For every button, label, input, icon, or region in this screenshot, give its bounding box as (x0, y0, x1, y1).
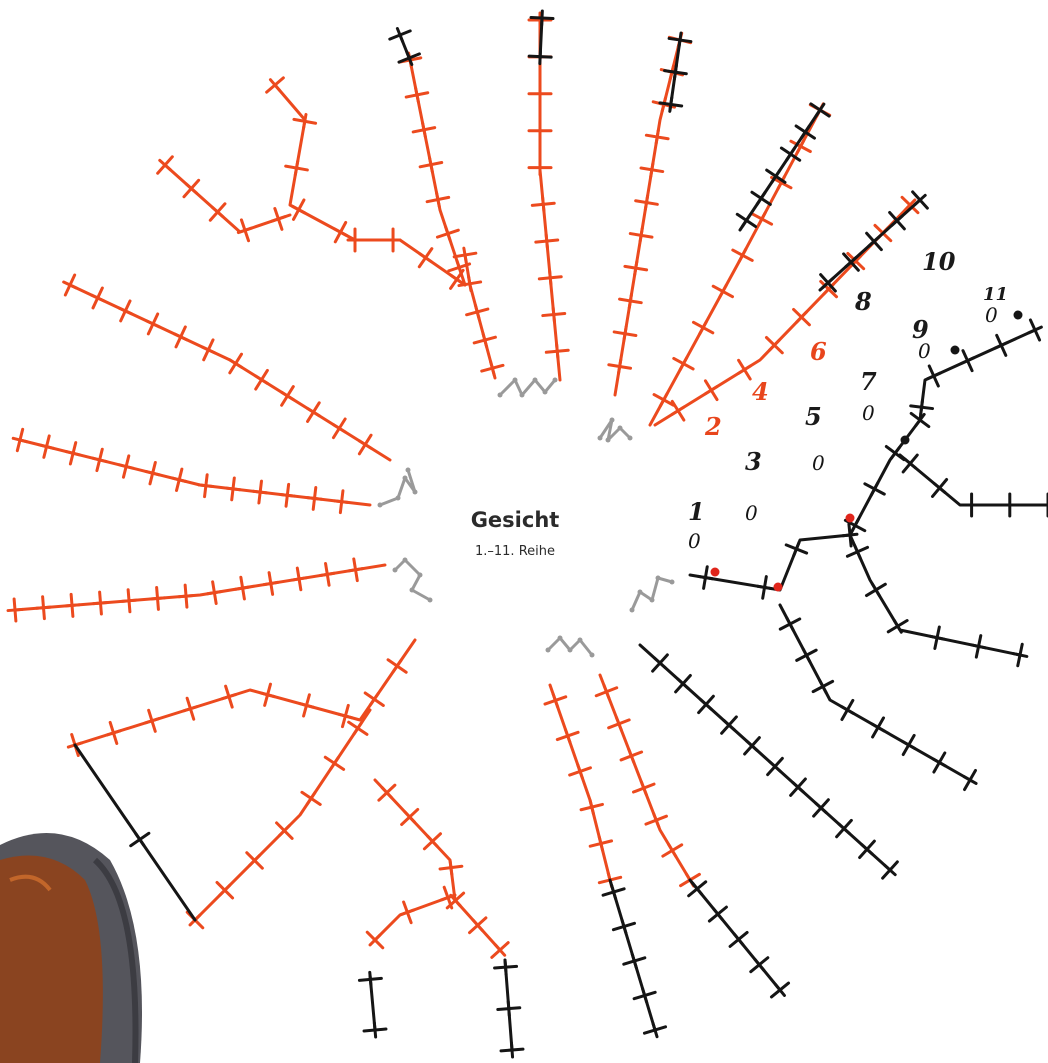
branch-20 (898, 453, 1048, 518)
marker-dot (845, 513, 855, 523)
branch-18 (845, 533, 1029, 668)
branch-6 (62, 273, 392, 462)
tip-2 (527, 9, 555, 66)
base-chain (377, 377, 675, 658)
tip-4 (735, 102, 831, 232)
branch-8 (6, 557, 387, 623)
row-number-2: 2 (704, 412, 722, 441)
row-number-7: 7 (860, 367, 877, 396)
branch-7 (11, 427, 372, 515)
chain-marker-zero: 0 (688, 529, 701, 553)
branch-3 (607, 31, 693, 397)
branch-21 (909, 318, 1043, 422)
tip-11b (493, 958, 525, 1059)
chart-subtitle: 1.–11. Reihe (474, 544, 555, 559)
row-number-9: 9 (912, 315, 929, 344)
branch-9 (66, 638, 417, 757)
branch-16 (688, 522, 859, 600)
tip-1c (388, 27, 421, 66)
branch-17 (778, 603, 978, 792)
row-number-4: 4 (752, 377, 769, 406)
branch-19 (843, 411, 931, 537)
chain-marker-zero: 0 (862, 401, 875, 425)
chain-top-right (597, 417, 633, 443)
tip-14 (687, 878, 791, 999)
row-number-8: 8 (854, 287, 872, 316)
branch-1d (265, 76, 357, 244)
felt-face-photo (0, 833, 142, 1063)
marker-dots (710, 310, 1023, 592)
chain-top (497, 377, 558, 398)
marker-dot (773, 582, 783, 592)
marker-dot (900, 435, 910, 445)
row-number-11: 11 (983, 284, 1008, 305)
marker-dot (1013, 310, 1023, 320)
branch-12 (365, 885, 457, 950)
row-number-3: 3 (745, 447, 762, 476)
chain-marker-zero: 0 (985, 303, 998, 327)
row-number-6: 6 (810, 337, 827, 366)
chain-marker-zero: 0 (745, 501, 758, 525)
chain-marker-zero: 0 (812, 451, 825, 475)
branch-1b (346, 227, 467, 290)
stitch-branches (6, 9, 1048, 1059)
tip-5 (818, 190, 929, 293)
tip-3 (658, 31, 693, 113)
chain-left-bottom (392, 557, 433, 603)
chain-right (629, 575, 675, 613)
branch-4 (648, 102, 832, 427)
tip-11a (357, 970, 388, 1039)
branch-10 (185, 708, 372, 930)
branch-14 (594, 673, 701, 888)
row-number-5: 5 (805, 402, 822, 431)
branch-13 (543, 683, 623, 889)
marker-dot (710, 567, 720, 577)
branch-15 (638, 643, 899, 880)
branch-1e (156, 155, 292, 243)
branch-11 (373, 778, 510, 959)
chain-marker-zero: 0 (918, 339, 931, 363)
marker-dot (950, 345, 960, 355)
chain-bottom (545, 635, 595, 658)
tip-10 (73, 743, 197, 922)
branch-5 (653, 195, 920, 427)
row-number-10: 10 (922, 247, 956, 276)
branch-2 (527, 11, 570, 382)
chain-left-top (377, 467, 418, 508)
chart-title: Gesicht (470, 508, 560, 532)
row-number-1: 1 (688, 497, 705, 526)
branch-1c (397, 51, 472, 287)
tip-13 (601, 878, 668, 1039)
